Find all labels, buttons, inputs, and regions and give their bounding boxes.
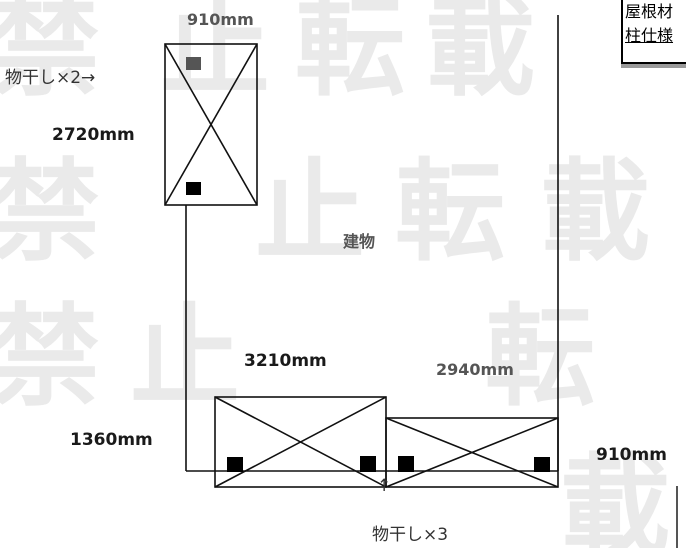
spec-header-box: 屋根材 柱仕様 [621,0,686,64]
bottom-right-panel [385,417,559,488]
watermark-glyph: 載 [560,443,670,548]
top-width-label: 910mm [187,10,254,29]
top-panel-frame [164,43,258,206]
bottom-right-diagonal [385,417,559,488]
bottom-right-width-label: 2940mm [436,360,514,379]
post-marker [186,57,201,70]
drying-rack-x3-label: 物干し×3 [372,525,448,545]
watermark-glyph: 禁 [0,0,100,111]
watermark-glyph: 転 [485,293,595,421]
bottom-left-panel [214,396,387,488]
drying-rack-x2-label: 物干し×2→ [5,68,95,88]
top-height-label: 2720mm [52,125,135,145]
right-dim-label: 910mm [596,445,667,465]
post-marker [227,457,243,472]
watermark-glyph: 載 [540,148,650,276]
post-marker [398,456,414,472]
post-marker [186,182,201,195]
watermark-glyph: 載 [425,0,535,111]
bottom-left-diagonal [214,396,387,488]
watermark-glyph: 転 [395,148,505,276]
post-marker [534,457,550,472]
post-spec-heading: 柱仕様 [625,26,674,45]
watermark: 禁 止 転 載 禁 止 転 載 禁 止 転 載 [0,0,670,548]
watermark-glyph: 転 [295,0,405,111]
roof-material-heading: 屋根材 [625,2,674,21]
watermark-glyph: 禁 [0,148,100,276]
bottom-left-width-label: 3210mm [244,351,327,371]
bottom-right-frame [385,417,559,488]
watermark-glyph: 止 [255,148,365,276]
building-label: 建物 [343,232,375,251]
watermark-glyph: 止 [160,0,270,111]
top-roof-panel [164,43,258,206]
edge-line [676,486,681,548]
top-panel-diagonal [164,43,258,206]
arrow-up-label: ↑ [377,476,391,496]
post-marker [360,456,376,472]
bottom-height-label: 1360mm [70,430,153,450]
watermark-glyph: 禁 [0,293,100,421]
